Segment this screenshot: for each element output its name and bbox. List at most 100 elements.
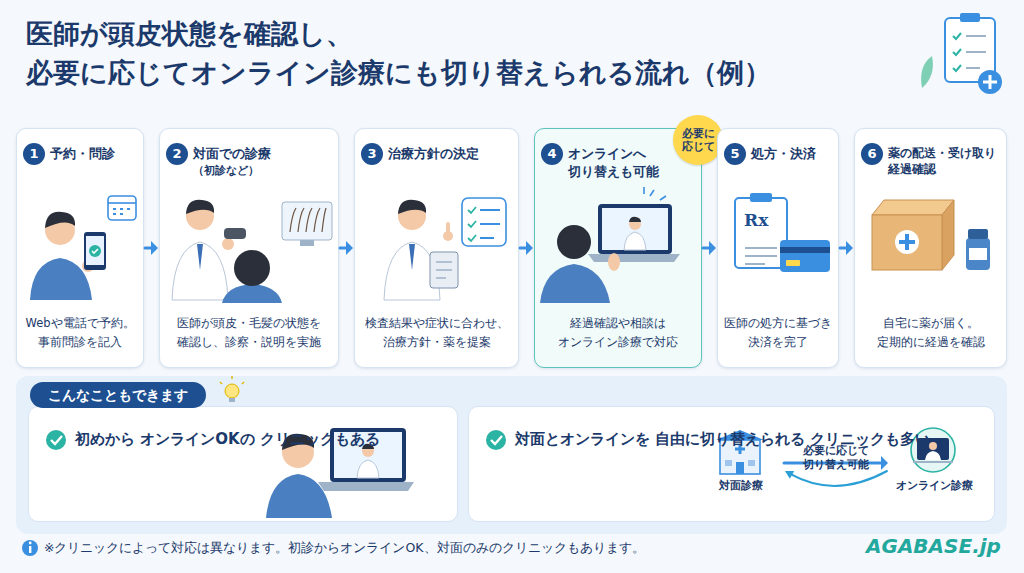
person-phone-figure [86,236,104,265]
doctor-plan-figure [480,210,500,238]
step-heading: 予約・問診 [50,143,115,163]
arrow-line [340,247,347,250]
arrow-line [520,247,527,250]
person-phone-figure [84,232,106,270]
title-clipboard-icon [978,70,1002,94]
online-consult-figure [602,208,668,250]
doctor-scalp-check-figure [300,240,314,246]
prescription-payment-figure [750,193,772,202]
person-phone-figure [30,196,136,300]
laptop-user-figure [266,428,414,518]
delivery-box-figure [872,200,990,270]
person-phone-figure [108,202,136,204]
title-clipboard-icon [921,13,1002,94]
person-phone-figure [45,215,75,245]
title: 医師が頭皮状態を確認し、 必要に応じてオンライン診療にも切り替えられる流れ（例） [26,14,906,92]
step-description: 検査結果や症状に合わせ、 治療方針・薬を提案 [361,314,512,352]
person-phone-figure [92,249,98,253]
option-text: 対面とオンラインを 自由に切り替えられる クリニックも多い [515,429,994,451]
rx-mark-wrap: Rx [744,212,768,229]
step-heading-col: 治療方針の決定 [388,143,479,163]
option-card: 初めから オンラインOKの クリニックもある [28,406,458,522]
badge-circle: 必要に 応じて [673,115,723,165]
step-card: 4オンラインへ 切り替えも可能経過確認や相談は オンライン診療で対応必要に 応じ… [534,128,702,368]
check-icons [46,430,506,450]
check-icons [51,436,62,444]
arrow-line [784,462,882,465]
mode-label: オンライン診療 [889,479,979,493]
step-body-wrap: 医師が頭皮・毛髪の状態を 確認し、診察・説明を実施 [166,314,332,352]
online-icon [911,428,955,472]
person-phone-figure [113,209,130,214]
switch-label: 必要に応じて 切り替え可能 [796,444,876,473]
step-body-wrap: 医師の処方に基づき 決済を完了 [724,314,832,352]
step-number: 3 [361,143,383,165]
bulb-icon [220,376,244,402]
hospital-icon [716,430,764,440]
title-clipboard-icon [945,18,995,82]
delivery-box-figure [966,238,990,270]
step-card: 6薬の配送・受け取り 経過確認自宅に薬が届く。 定期的に経過を確認 [854,128,1007,368]
step-number: 1 [23,143,45,165]
step-card: 1予約・問診 Webや電話で予約。 事前問診を記入 [16,128,144,368]
title-clipboard-icon [921,56,933,88]
step-heading-col: 対面での診療（初診など） [193,143,271,178]
prescription-payment-figure [780,247,830,253]
step-description: 医師の処方に基づき 決済を完了 [724,314,832,352]
online-consult-figure [629,217,641,222]
mode-label: 対面診療 [699,479,783,493]
doctor-plan-figure [446,222,450,234]
doctor-plan-figure [436,262,452,278]
title-wrap: 医師が頭皮状態を確認し、 必要に応じてオンライン診療にも切り替えられる流れ（例） [26,14,906,92]
prescription-payment-figure [745,248,777,264]
step-card: 2対面での診療（初診など）医師が頭皮・毛髪の状態を 確認し、診察・説明を実施 [159,128,339,368]
doctor-plan-figure [384,242,440,300]
bulb-icon [225,384,239,398]
doctor-scalp-check-figure [186,202,214,230]
arrow-head [346,241,353,255]
step-description: 医師が頭皮・毛髪の状態を 確認し、診察・説明を実施 [166,314,332,352]
title-clipboard-icon [966,36,986,68]
doctor-plan-figure [430,252,458,288]
title-clipboard-icon [960,13,980,22]
step-body-wrap: Webや電話で予約。 事前問診を記入 [23,314,137,352]
hospital-icon [736,462,744,474]
online-icon [913,461,953,463]
doctor-plan-figure [398,202,426,230]
delivery-box-figure [872,200,954,215]
doctor-scalp-check-figure [172,200,332,303]
flow-arrow [340,241,353,255]
delivery-box-figure [968,229,988,239]
doctor-plan-figure [443,231,453,241]
check-icons [46,430,66,450]
doctor-scalp-check-figure [222,238,234,250]
hospital-icon [716,430,764,474]
online-icon [929,442,937,450]
info-icon [22,540,38,556]
step-heading-col: 処方・決済 [751,143,816,163]
laptop-user-figure [282,436,314,468]
delivery-box-figure [899,234,915,250]
step-note: （初診など） [193,163,271,178]
person-phone-figure [89,245,101,257]
hospital-icon [720,440,760,474]
arrow-line [791,471,887,486]
check-icons [486,430,506,450]
doctor-scalp-check-figure [290,208,326,232]
arrow-line [145,247,152,250]
title-clipboard-icon [983,75,997,89]
step-description: 自宅に薬が届く。 定期的に経過を確認 [861,314,1000,352]
laptop-user-figure [266,474,332,518]
online-consult-figure [557,225,591,259]
doctor-plan-figure [409,244,415,270]
online-consult-figure [540,264,610,303]
doctor-plan-figure [398,200,426,214]
step-heading: オンラインへ 切り替えも可能 [568,143,664,180]
online-consult-figure [588,254,680,262]
online-consult-figure [540,187,680,303]
step-description: Webや電話で予約。 事前問診を記入 [23,314,137,352]
switch-label-wrap: 必要に応じて 切り替え可能 [796,444,876,473]
arrow-head [526,241,533,255]
step-heading: 対面での診療 [193,143,271,163]
step-number: 4 [541,143,563,165]
